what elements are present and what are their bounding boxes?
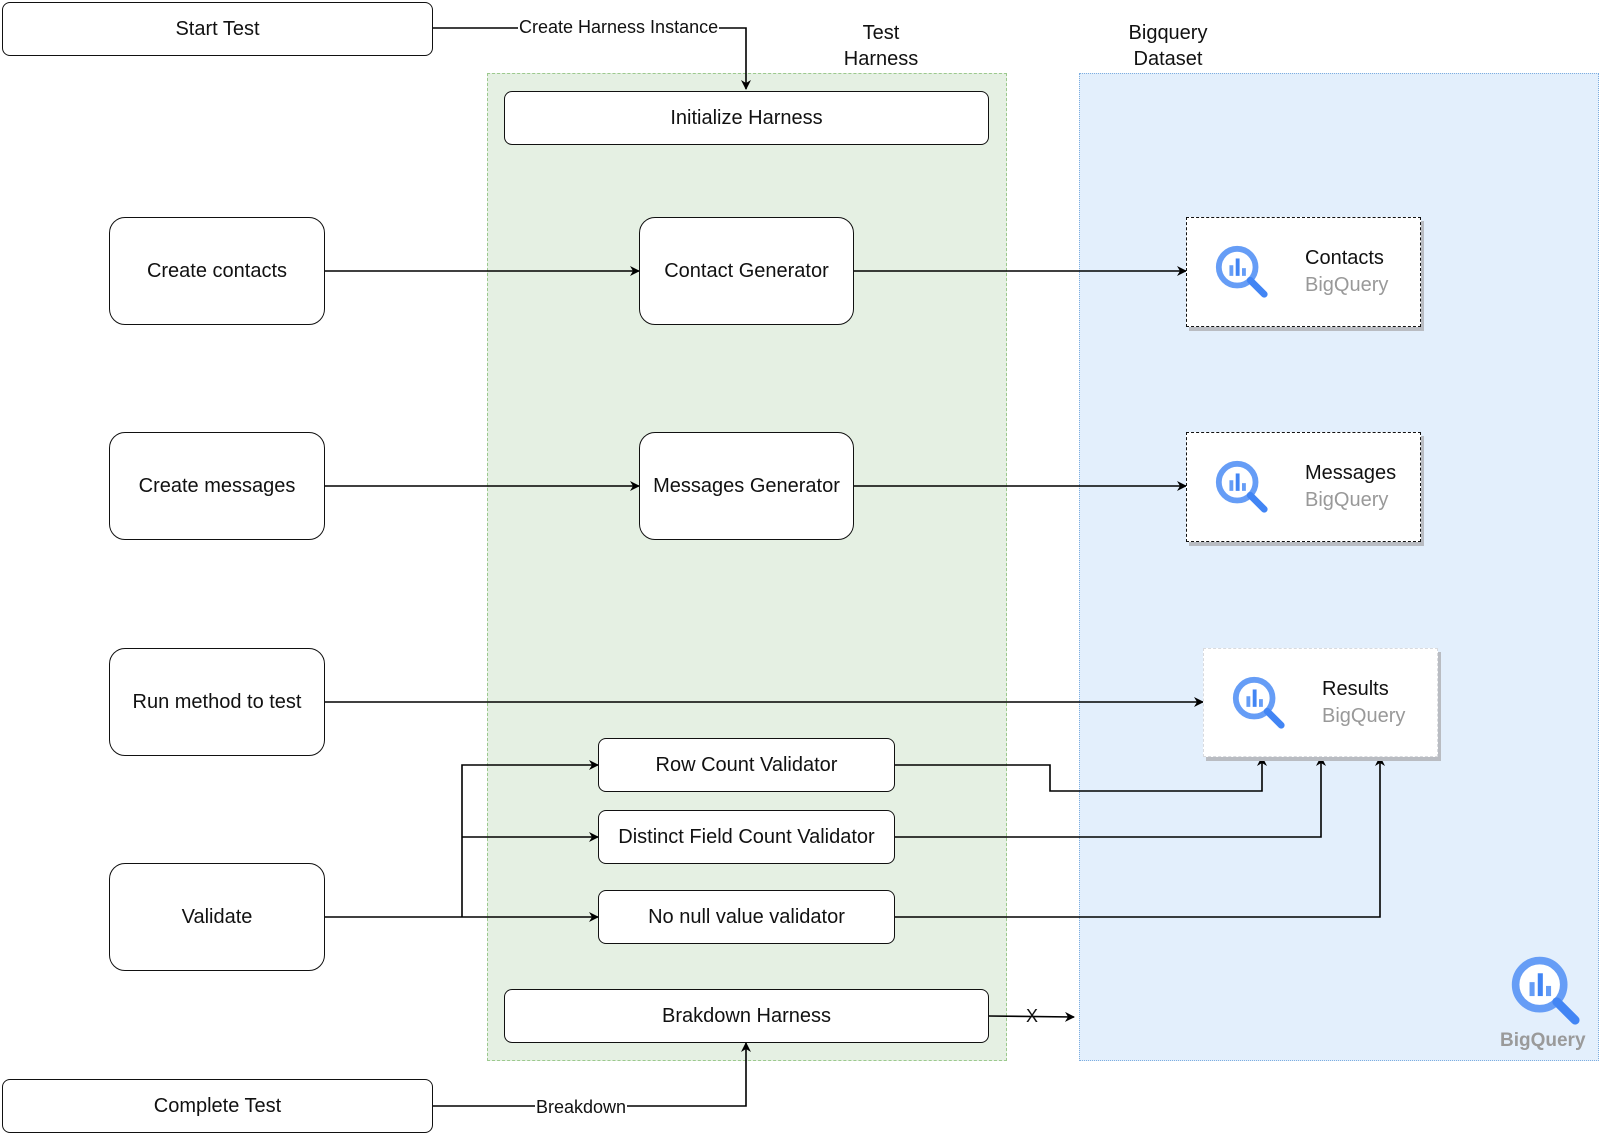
edge-start-to-initialize bbox=[433, 27, 751, 90]
edge-label-breakdown: Breakdown bbox=[535, 1097, 628, 1117]
edge-label-create-instance: Create Harness Instance bbox=[518, 17, 720, 37]
results-table-name: Results bbox=[1322, 677, 1389, 700]
messages-service-label: BigQuery bbox=[1305, 489, 1389, 511]
row-count-validator-node[interactable]: Row Count Validator bbox=[598, 738, 895, 792]
edge-breakdown-harness-x bbox=[988, 1011, 1075, 1022]
validate-step[interactable]: Validate bbox=[109, 863, 325, 971]
breakdown-harness-node[interactable]: Brakdown Harness bbox=[504, 989, 989, 1043]
distinct-field-count-validator-node[interactable]: Distinct Field Count Validator bbox=[598, 810, 895, 864]
no-null-value-validator-node[interactable]: No null value validator bbox=[598, 890, 895, 944]
contacts-service-label: BigQuery bbox=[1305, 274, 1389, 296]
bigquery-icon bbox=[1232, 676, 1285, 729]
initialize-harness-node[interactable]: Initialize Harness bbox=[504, 91, 989, 145]
bigquery-icon bbox=[1215, 460, 1268, 513]
bigquery-logo-label: BigQuery bbox=[1500, 1030, 1586, 1051]
edge-validate-to-row-count bbox=[461, 760, 599, 917]
contact-generator-node[interactable]: Contact Generator bbox=[639, 217, 854, 325]
edge-distinct-count-to-results bbox=[895, 756, 1326, 838]
results-bigquery-table[interactable]: Results BigQuery bbox=[1203, 648, 1438, 757]
messages-bigquery-table[interactable]: Messages BigQuery bbox=[1186, 432, 1421, 542]
results-service-label: BigQuery bbox=[1322, 704, 1406, 727]
contacts-bigquery-table[interactable]: Contacts BigQuery bbox=[1186, 217, 1421, 327]
edge-label-x: X bbox=[1026, 1006, 1039, 1026]
messages-generator-node[interactable]: Messages Generator bbox=[639, 432, 854, 540]
create-contacts-step[interactable]: Create contacts bbox=[109, 217, 325, 325]
bigquery-logo-icon bbox=[1511, 956, 1580, 1025]
create-messages-step[interactable]: Create messages bbox=[109, 432, 325, 540]
edge-no-null-to-results bbox=[895, 756, 1385, 918]
bigquery-dataset-label: Bigquery Dataset bbox=[1128, 22, 1208, 70]
edge-row-count-to-results bbox=[895, 756, 1267, 792]
bigquery-icon bbox=[1215, 245, 1268, 298]
run-method-step[interactable]: Run method to test bbox=[109, 648, 325, 756]
test-harness-label: Test Harness bbox=[843, 22, 919, 70]
complete-test-step[interactable]: Complete Test bbox=[2, 1079, 433, 1133]
messages-table-name: Messages bbox=[1305, 462, 1397, 484]
start-test-step[interactable]: Start Test bbox=[2, 2, 433, 56]
contacts-table-name: Contacts bbox=[1305, 247, 1384, 269]
